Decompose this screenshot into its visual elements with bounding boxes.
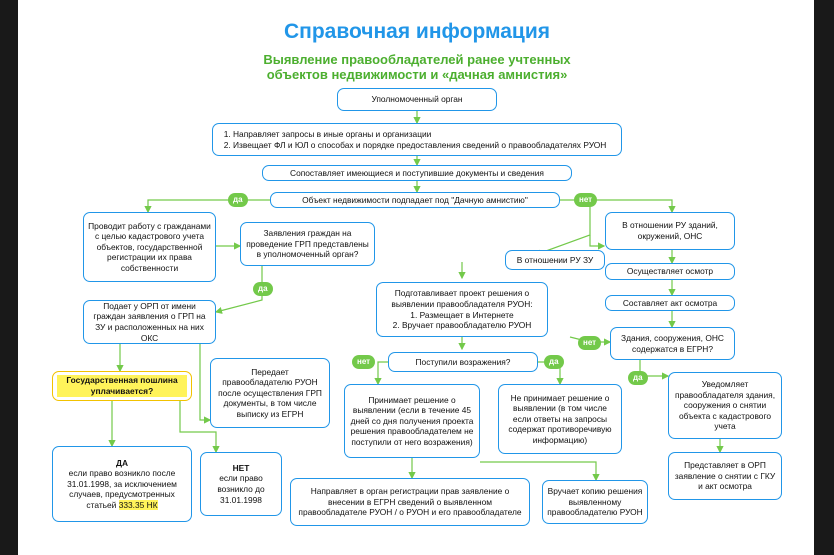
- no-label: нет: [352, 355, 376, 369]
- fee-no-title: НЕТ: [232, 462, 250, 473]
- objections-question-text: Поступили возражения?: [415, 356, 511, 367]
- fee-no-text: если право возникло до 31.01.1998: [217, 473, 265, 505]
- submits-orp-box: Подает у ОРП от имени граждан заявления …: [83, 300, 216, 344]
- hands-copy-text: Вручает копию решения выявленному правоо…: [547, 486, 643, 518]
- sends-to-registry-text: Направляет в орган регистрации прав заяв…: [298, 486, 522, 518]
- connector: [480, 461, 600, 482]
- connector: [589, 235, 606, 250]
- hands-copy-box: Вручает копию решения выявленному правоо…: [542, 480, 648, 524]
- list-item: Направляет запросы в иные органы и орган…: [233, 129, 606, 140]
- work-with-citizens-text: Проводит работу с гражданами с целью кад…: [88, 220, 211, 273]
- fee-yes-title: ДА: [115, 457, 128, 468]
- amnesty-question-box: Объект недвижимости подпадает под "Дачну…: [270, 192, 560, 208]
- yes-label: да: [544, 355, 564, 369]
- page-title: Справочная информация: [283, 20, 551, 43]
- sends-to-registry-box: Направляет в орган регистрации прав заяв…: [290, 478, 530, 526]
- makes-decision-text: Принимает решение о выявлении (если в те…: [350, 394, 474, 447]
- authority-box: Уполномоченный орган: [337, 88, 497, 111]
- inspection-box: Осуществляет осмотр: [605, 263, 735, 280]
- notifies-removal-box: Уведомляет правообладателя здания, соору…: [668, 372, 782, 439]
- inspection-text: Осуществляет осмотр: [626, 266, 714, 277]
- fee-question-box: Государственная пошлина уплачивается?: [52, 371, 192, 401]
- regarding-buildings-text: В отношении РУ зданий, окружений, ОНС: [622, 220, 718, 241]
- fee-yes-box: ДА если право возникло после 31.01.1998,…: [52, 446, 192, 522]
- prepares-decision-box: Подготавливает проект решения о выявлени…: [376, 282, 548, 337]
- prepares-decision-text: Подготавливает проект решения о выявлени…: [391, 288, 533, 309]
- subtitle-line-2: объектов недвижимости и «дачная амнистия…: [266, 67, 568, 82]
- regarding-land-box: В отношении РУ ЗУ: [505, 250, 605, 270]
- buildings-question-box: Здания, сооружения, ОНС содержатся в ЕГР…: [610, 327, 735, 360]
- connector: [179, 401, 220, 454]
- connector: [560, 199, 676, 214]
- fee-yes-text: если право возникло после 31.01.1998, за…: [67, 468, 177, 510]
- fee-question-text: Государственная пошлина уплачивается?: [57, 375, 187, 397]
- inspection-act-box: Составляет акт осмотра: [605, 295, 735, 311]
- work-with-citizens-box: Проводит работу с гражданами с целью кад…: [83, 212, 216, 282]
- regarding-land-text: В отношении РУ ЗУ: [516, 254, 594, 265]
- compare-box: Сопоставляет имеющиеся и поступившие док…: [262, 165, 572, 181]
- fee-no-box: НЕТ если право возникло до 31.01.1998: [200, 452, 282, 516]
- connector: [214, 266, 263, 314]
- applications-question-text: Заявления граждан на проведение ГРП пред…: [246, 228, 369, 260]
- yes-label: да: [628, 371, 648, 385]
- submits-orp-text: Подает у ОРП от имени граждан заявления …: [93, 300, 206, 343]
- transfers-documents-text: Передает правообладателю РУОН после осущ…: [218, 366, 322, 419]
- yes-label: да: [228, 193, 248, 207]
- prepares-step-1: 1. Размещает в Интернете: [410, 309, 514, 320]
- connector: [144, 199, 270, 214]
- submits-removal-text: Представляет в ОРП заявление о снятии с …: [674, 460, 776, 492]
- no-decision-box: Не принимает решение о выявлении (в том …: [498, 384, 622, 454]
- list-item: Извещает ФЛ и ЮЛ о способах и порядке пр…: [233, 140, 606, 151]
- page-subtitle: Выявление правообладателей ранее учтенны…: [0, 52, 834, 82]
- fee-yes-article: 333.35 НК: [118, 499, 158, 510]
- compare-text: Сопоставляет имеющиеся и поступившие док…: [290, 167, 544, 178]
- connector: [199, 344, 212, 424]
- no-decision-text: Не принимает решение о выявлении (в том …: [508, 392, 612, 445]
- submits-removal-box: Представляет в ОРП заявление о снятии с …: [668, 452, 782, 500]
- yes-label: да: [253, 282, 273, 296]
- authority-actions-list: Направляет запросы в иные органы и орган…: [217, 129, 606, 150]
- amnesty-question-text: Объект недвижимости подпадает под "Дачну…: [302, 194, 528, 205]
- subtitle-line-1: Выявление правообладателей ранее учтенны…: [263, 52, 571, 67]
- regarding-buildings-box: В отношении РУ зданий, окружений, ОНС: [605, 212, 735, 250]
- connector: [374, 361, 388, 386]
- inspection-act-text: Составляет акт осмотра: [622, 297, 718, 308]
- authority-text: Уполномоченный орган: [371, 94, 463, 105]
- no-label: нет: [574, 193, 598, 207]
- no-label: нет: [578, 336, 602, 350]
- notifies-removal-text: Уведомляет правообладателя здания, соору…: [674, 379, 776, 432]
- objections-question-box: Поступили возражения?: [388, 352, 538, 372]
- buildings-question-text: Здания, сооружения, ОНС содержатся в ЕГР…: [621, 332, 724, 354]
- applications-question-box: Заявления граждан на проведение ГРП пред…: [240, 222, 375, 266]
- prepares-step-2: 2. Вручает правообладателю РУОН: [392, 320, 532, 331]
- connector: [533, 207, 591, 257]
- authority-actions-box: Направляет запросы в иные органы и орган…: [212, 123, 622, 156]
- makes-decision-box: Принимает решение о выявлении (если в те…: [344, 384, 480, 458]
- fee-yes-body: если право возникло после 31.01.1998, за…: [57, 468, 187, 510]
- transfers-documents-box: Передает правообладателю РУОН после осущ…: [210, 358, 330, 428]
